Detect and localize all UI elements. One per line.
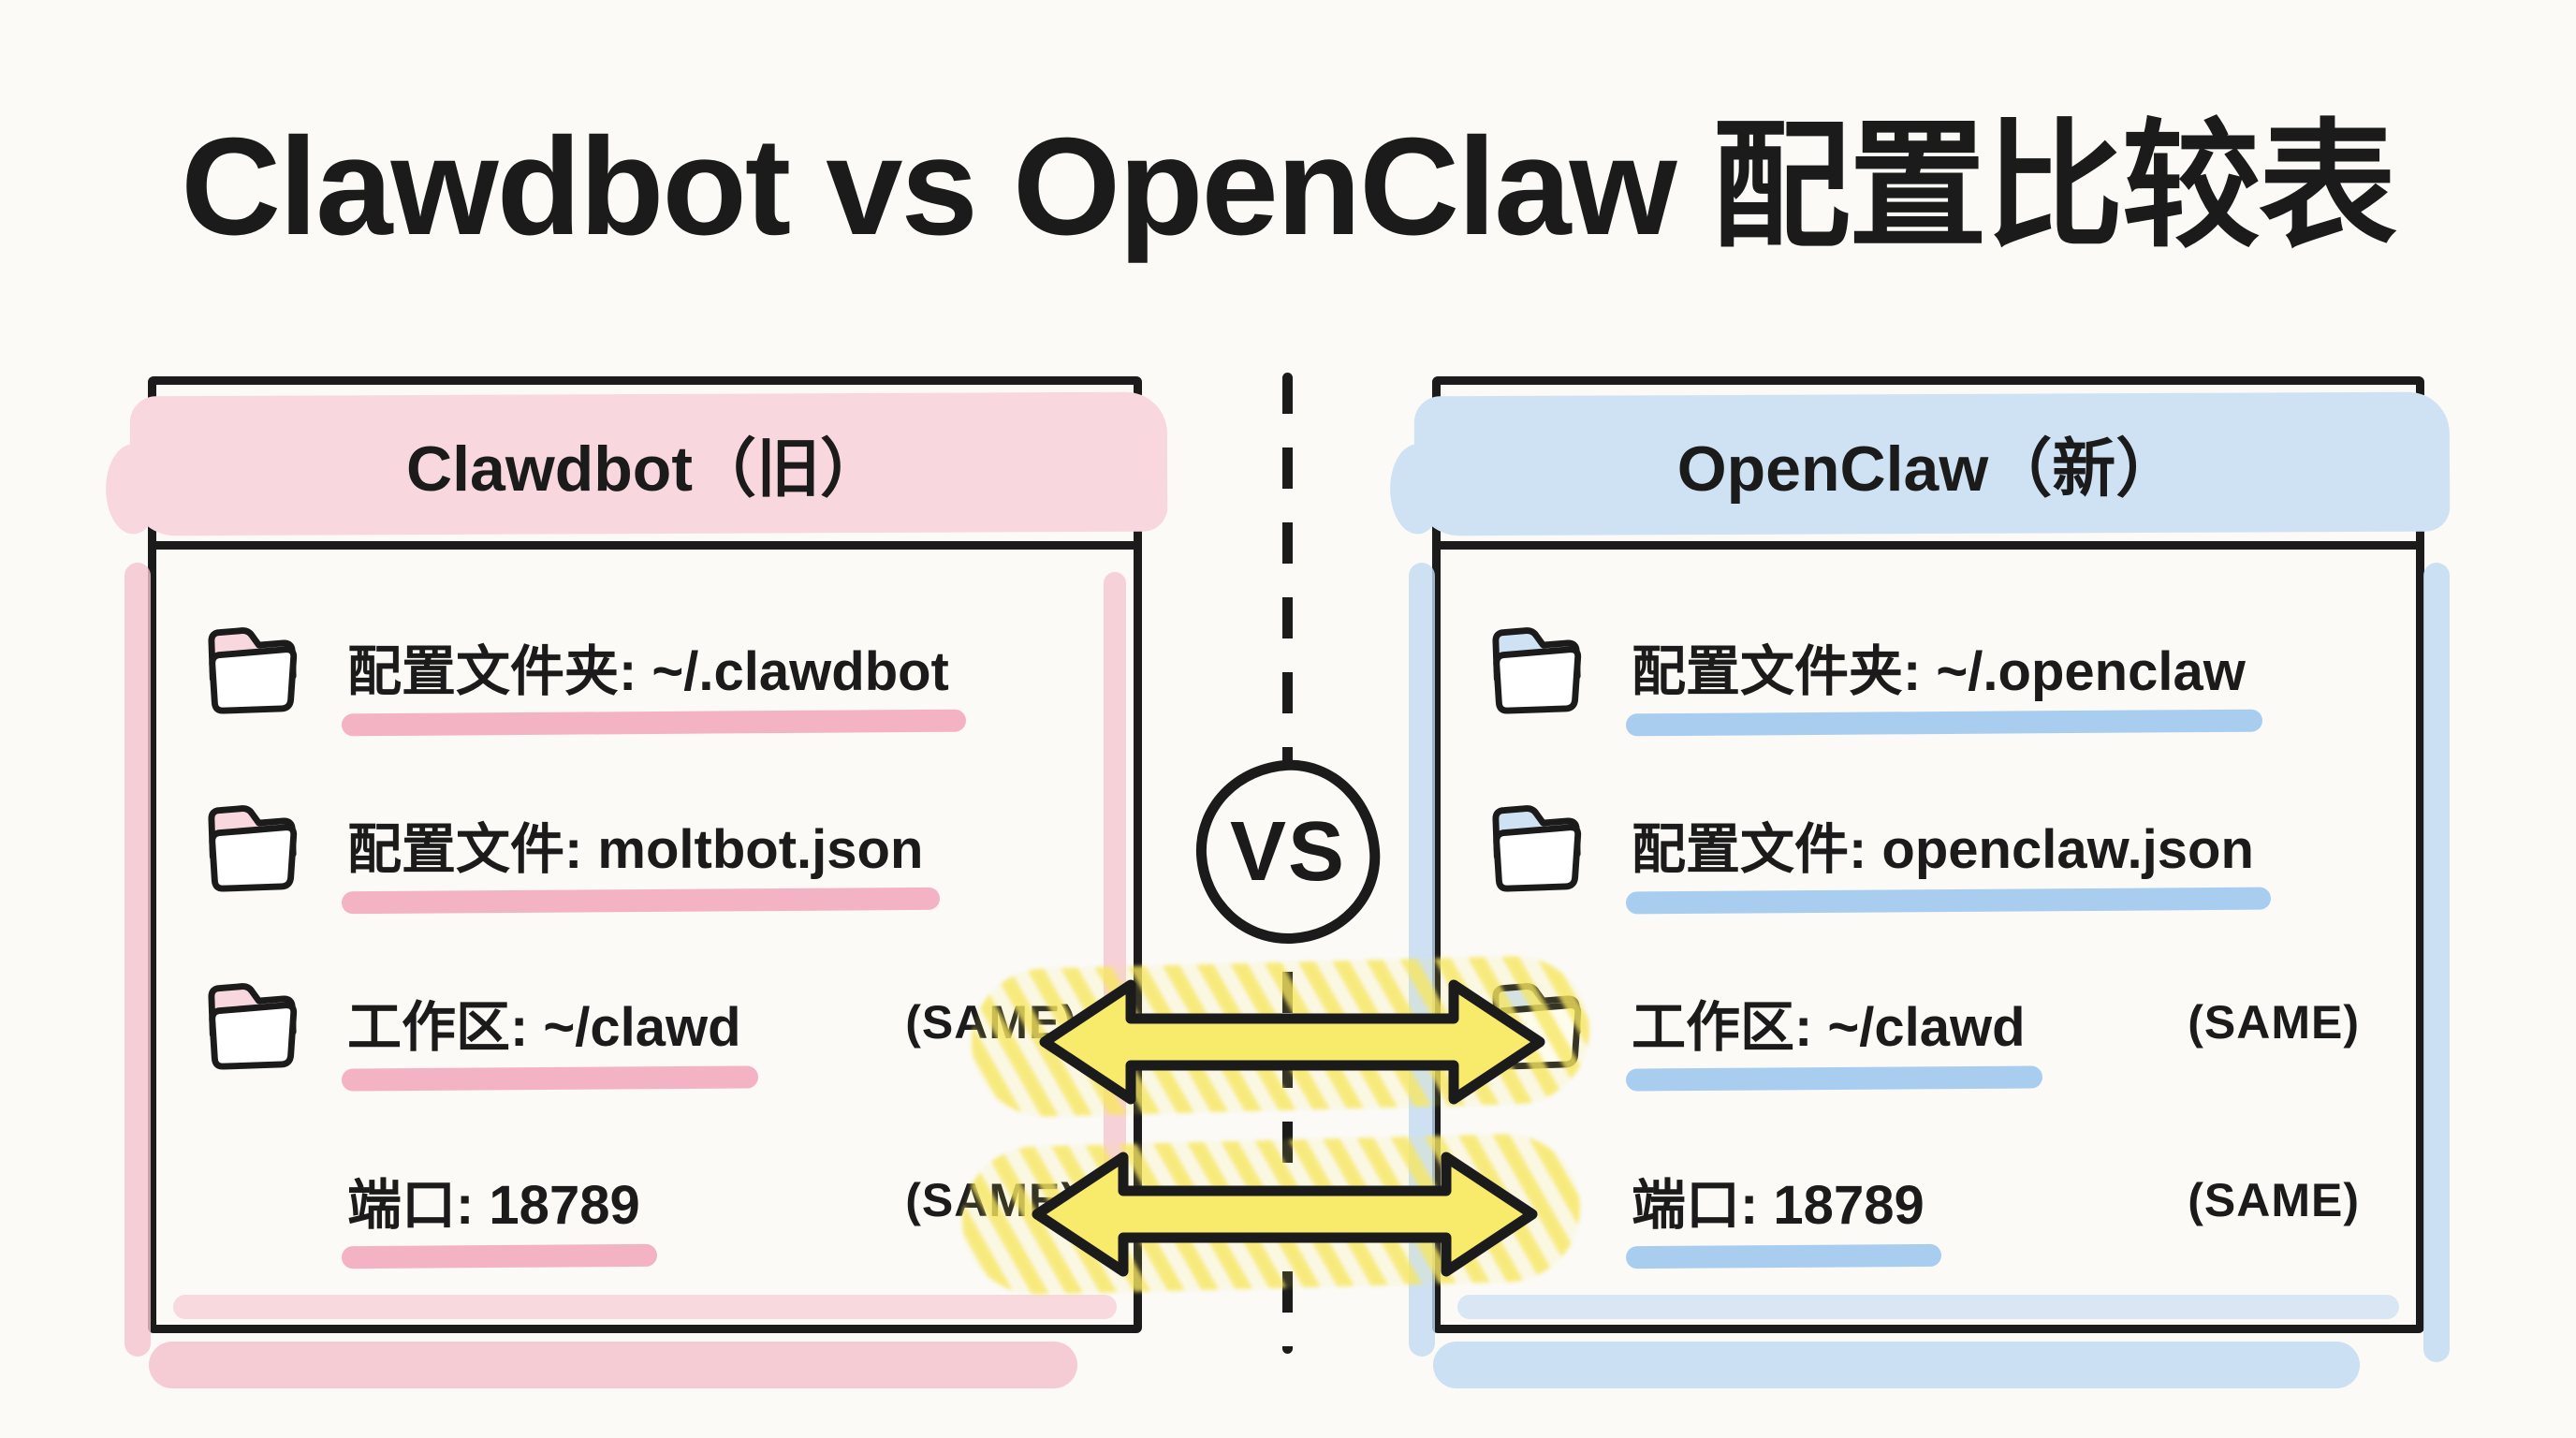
row-port: 端口: 18789 (SAME) xyxy=(1480,1111,2360,1289)
clawdbot-panel-title: Clawdbot（旧） xyxy=(406,433,884,505)
page-title: Clawdbot vs OpenClaw 配置比较表 xyxy=(181,110,2397,264)
row-config-file: 配置文件: openclaw.json xyxy=(1480,756,2360,933)
pink-marker-stroke xyxy=(149,1342,1077,1388)
workspace-value: 工作区: ~/clawd xyxy=(1632,983,2026,1062)
clawdbot-panel-header: Clawdbot（旧） xyxy=(129,385,1168,550)
config-folder-value: 配置文件夹: ~/.clawdbot xyxy=(347,627,949,706)
port-value: 端口: 18789 xyxy=(347,1161,640,1240)
workspace-value: 工作区: ~/clawd xyxy=(347,983,741,1062)
row-config-folder: 配置文件夹: ~/.clawdbot xyxy=(196,578,1077,756)
icon-spacer xyxy=(196,1143,319,1257)
openclaw-panel-body: 配置文件夹: ~/.openclaw 配置文件: openclaw.json xyxy=(1441,550,2416,1289)
config-file-value: 配置文件: openclaw.json xyxy=(1632,805,2254,884)
openclaw-panel-title: OpenClaw（新） xyxy=(1676,433,2180,505)
vs-label: VS xyxy=(1229,804,1347,899)
blue-marker-stroke xyxy=(1433,1342,2360,1388)
folder-icon xyxy=(196,609,319,724)
row-workspace: 工作区: ~/clawd (SAME) xyxy=(196,933,1077,1111)
row-config-folder: 配置文件夹: ~/.openclaw xyxy=(1480,578,2360,756)
folder-icon xyxy=(196,965,319,1079)
blue-marker-stroke xyxy=(1457,1295,2399,1319)
same-double-arrow xyxy=(1032,1152,1538,1277)
folder-icon xyxy=(196,787,319,902)
blue-marker-stroke xyxy=(2423,563,2450,1362)
same-double-arrow xyxy=(1039,979,1545,1105)
folder-icon xyxy=(1480,787,1603,902)
folder-icon xyxy=(1480,609,1603,724)
config-file-value: 配置文件: moltbot.json xyxy=(347,805,923,884)
pink-marker-stroke xyxy=(173,1295,1117,1319)
vs-badge: VS xyxy=(1192,756,1384,948)
row-port: 端口: 18789 (SAME) xyxy=(196,1111,1077,1289)
openclaw-panel: OpenClaw（新） 配置文件夹: ~/.openclaw xyxy=(1409,376,2451,1388)
config-folder-value: 配置文件夹: ~/.openclaw xyxy=(1632,627,2246,706)
same-badge: (SAME) xyxy=(2188,1174,2360,1226)
row-config-file: 配置文件: moltbot.json xyxy=(196,756,1077,933)
openclaw-panel-header: OpenClaw（新） xyxy=(1413,385,2451,550)
pink-marker-stroke xyxy=(124,563,151,1357)
clawdbot-panel-body: 配置文件夹: ~/.clawdbot 配置文件: moltbot.json xyxy=(156,550,1134,1289)
row-workspace: 工作区: ~/clawd (SAME) xyxy=(1480,933,2360,1111)
same-badge: (SAME) xyxy=(2188,996,2360,1049)
clawdbot-panel: Clawdbot（旧） 配置文件夹: ~/.clawdbot xyxy=(124,376,1168,1388)
port-value: 端口: 18789 xyxy=(1632,1161,1925,1240)
